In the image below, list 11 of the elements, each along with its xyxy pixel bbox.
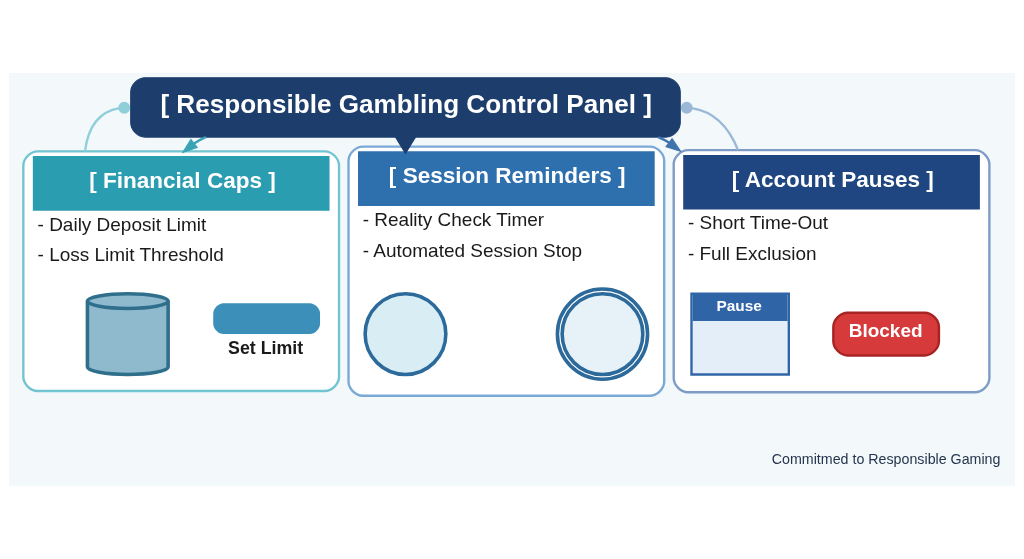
node-box bbox=[213, 303, 321, 335]
node-circle bbox=[363, 291, 448, 377]
node-circle bbox=[555, 287, 650, 381]
node-label: Set Limit bbox=[228, 338, 304, 359]
cluster: [ Session Reminders ] - Reality Check Timer - Automated Session Stop bbox=[347, 145, 666, 397]
arrow bbox=[657, 136, 682, 153]
connector bbox=[680, 101, 740, 151]
arrow bbox=[181, 136, 207, 154]
node-box: Blocked bbox=[832, 311, 941, 357]
label: Commitmed to Responsible Gaming bbox=[771, 450, 1001, 467]
connector bbox=[83, 101, 131, 152]
